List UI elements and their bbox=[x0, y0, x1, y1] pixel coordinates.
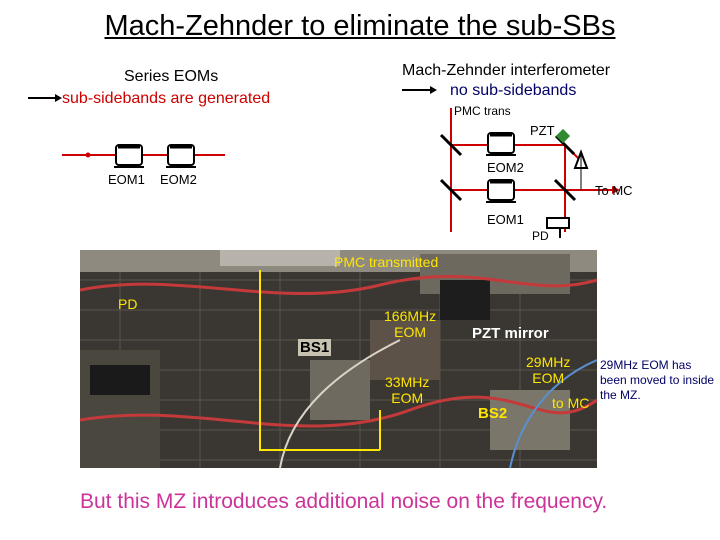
to-mc-arrow-icon bbox=[612, 186, 620, 194]
pzt-mirror-icon bbox=[554, 128, 576, 156]
mirror-top-left bbox=[439, 133, 463, 157]
pd-icon bbox=[546, 217, 570, 238]
to-mc-label: To MC bbox=[595, 183, 633, 198]
mz-eom2-icon bbox=[486, 132, 516, 156]
mz-arrow-icon bbox=[402, 86, 437, 94]
mz-eom1-icon bbox=[486, 179, 516, 203]
eom1-label: EOM1 bbox=[108, 172, 145, 187]
photo-bs2-label: BS2 bbox=[478, 405, 508, 422]
page-title: Mach-Zehnder to eliminate the sub-SBs bbox=[104, 10, 616, 42]
mirror-bs1 bbox=[439, 178, 463, 202]
optical-table-photo bbox=[80, 250, 597, 468]
footer-note: But this MZ introduces additional noise … bbox=[80, 490, 608, 513]
mirror-bs2 bbox=[553, 178, 577, 202]
photo-bs1-label: BS1 bbox=[298, 339, 332, 356]
photo-scene bbox=[80, 250, 597, 468]
pd-label: PD bbox=[532, 229, 549, 243]
photo-eom-29-label: 29MHz EOM bbox=[526, 354, 571, 386]
pmc-trans-label: PMC trans bbox=[454, 104, 511, 118]
photo-to-mc-label: to MC bbox=[552, 395, 590, 411]
eom1-icon bbox=[114, 144, 144, 168]
eom2-label: EOM2 bbox=[160, 172, 197, 187]
photo-eom-166-label: 166MHz EOM bbox=[384, 308, 437, 340]
series-eoms-sub: sub-sidebands are generated bbox=[62, 90, 271, 107]
photo-pzt-mirror-label: PZT mirror bbox=[472, 325, 549, 342]
lens-icon bbox=[573, 149, 589, 190]
series-eoms-heading: Series EOMs bbox=[124, 68, 219, 85]
mz-sub: no sub-sidebands bbox=[450, 82, 577, 99]
eom-moved-note: 29MHz EOM has been moved to inside the M… bbox=[600, 358, 715, 402]
optics-schematic bbox=[28, 86, 620, 238]
photo-pd-label: PD bbox=[118, 296, 138, 312]
photo-pmc-transmitted: PMC transmitted bbox=[334, 254, 439, 270]
mz-heading: Mach-Zehnder interferometer bbox=[402, 62, 611, 79]
mz-eom1-label: EOM1 bbox=[487, 212, 524, 227]
pzt-label: PZT bbox=[530, 123, 555, 138]
eom2-icon bbox=[166, 144, 196, 168]
mz-eom2-label: EOM2 bbox=[487, 160, 524, 175]
series-arrow-icon bbox=[28, 94, 62, 102]
photo-eom-33-label: 33MHz EOM bbox=[385, 374, 430, 406]
